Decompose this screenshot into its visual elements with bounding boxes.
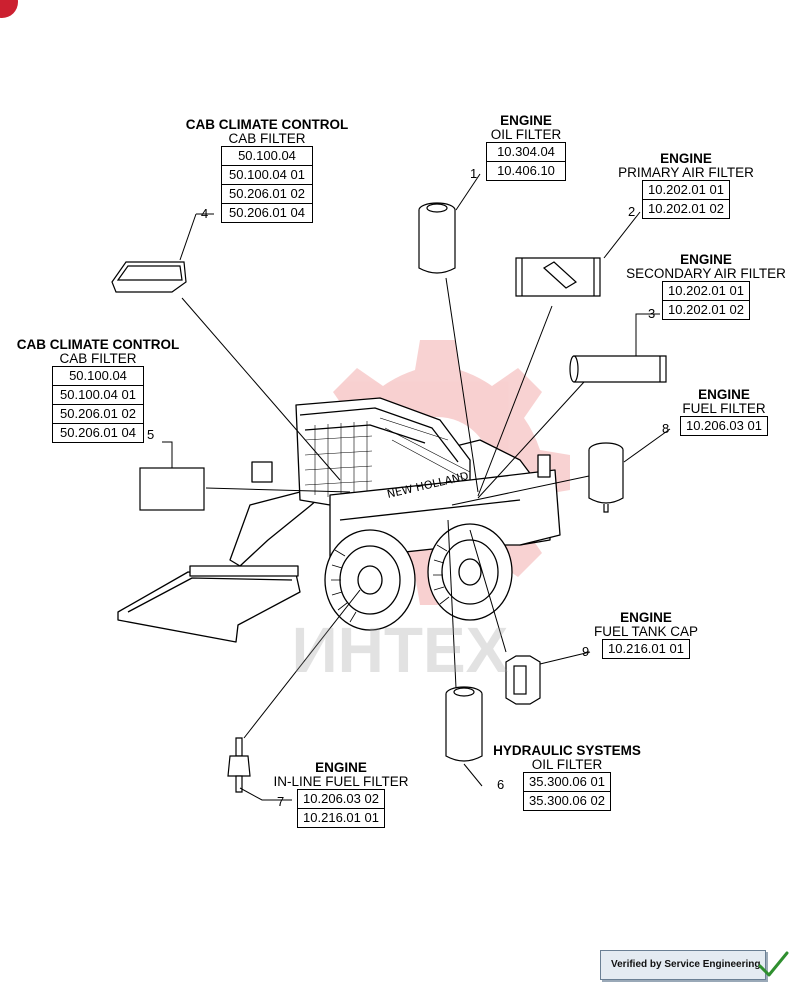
callout-number: 2: [628, 204, 636, 219]
part-number-table: 50.100.04 50.100.04 01 50.206.01 02 50.2…: [52, 366, 144, 443]
fuel-filter-part: [588, 442, 624, 513]
part-number[interactable]: 35.300.06 01: [523, 772, 611, 792]
cab-filter-block: [139, 467, 205, 511]
part-number-table: 10.216.01 01: [602, 639, 690, 659]
group-subtitle: CAB FILTER: [228, 131, 306, 146]
part-number[interactable]: 50.100.04: [52, 366, 144, 386]
callout-number: 7: [277, 794, 285, 809]
group-hydraulic-oil: HYDRAULIC SYSTEMS OIL FILTER 35.300.06 0…: [487, 744, 647, 811]
part-number-table: 10.206.03 02 10.216.01 01: [297, 789, 385, 828]
group-title: ENGINE: [620, 610, 672, 625]
callout-number: 1: [470, 166, 478, 181]
group-title: HYDRAULIC SYSTEMS: [493, 743, 641, 758]
part-number-table: 10.202.01 01 10.202.01 02: [662, 281, 750, 320]
group-title: ENGINE: [500, 113, 552, 128]
fuel-tank-cap-part: [505, 655, 541, 705]
secondary-air-filter-part: [569, 355, 667, 383]
group-cab-filter-top: CAB CLIMATE CONTROL CAB FILTER 50.100.04…: [180, 118, 354, 223]
part-number[interactable]: 10.202.01 02: [642, 199, 730, 219]
group-subtitle: IN-LINE FUEL FILTER: [273, 774, 409, 789]
part-number[interactable]: 35.300.06 02: [523, 791, 611, 811]
callout-number: 4: [201, 206, 209, 221]
group-cab-filter-left: CAB CLIMATE CONTROL CAB FILTER 50.100.04…: [10, 338, 186, 443]
part-number[interactable]: 10.202.01 01: [662, 281, 750, 301]
group-title: CAB CLIMATE CONTROL: [16, 337, 180, 352]
group-subtitle: SECONDARY AIR FILTER: [626, 266, 786, 281]
callout-number: 9: [582, 644, 590, 659]
part-number[interactable]: 10.216.01 01: [297, 808, 385, 828]
part-number[interactable]: 50.206.01 02: [221, 184, 313, 204]
group-title: ENGINE: [660, 151, 712, 166]
callout-number: 8: [662, 421, 670, 436]
hydraulic-oil-filter-part: [445, 686, 483, 762]
group-oil-filter: ENGINE OIL FILTER 10.304.04 10.406.10: [476, 114, 576, 181]
watermark-text: ИНТЕХ: [292, 614, 509, 686]
part-number-table: 10.304.04 10.406.10: [486, 142, 566, 181]
group-title: CAB CLIMATE CONTROL: [185, 117, 349, 132]
group-secondary-air: ENGINE SECONDARY AIR FILTER 10.202.01 01…: [616, 253, 796, 320]
part-number-table: 10.202.01 01 10.202.01 02: [642, 180, 730, 219]
callout-number: 3: [648, 306, 656, 321]
part-number[interactable]: 10.206.03 02: [297, 789, 385, 809]
group-title: ENGINE: [680, 252, 732, 267]
part-number[interactable]: 50.206.01 04: [221, 203, 313, 223]
part-number[interactable]: 10.206.03 01: [680, 416, 768, 436]
part-number-table: 35.300.06 01 35.300.06 02: [523, 772, 611, 811]
part-number[interactable]: 10.202.01 02: [662, 300, 750, 320]
part-number[interactable]: 50.206.01 04: [52, 423, 144, 443]
corner-badge: [0, 0, 18, 18]
group-subtitle: FUEL FILTER: [682, 401, 766, 416]
group-subtitle: PRIMARY AIR FILTER: [618, 165, 754, 180]
group-subtitle: OIL FILTER: [490, 127, 562, 142]
verified-badge: Verified by Service Engineering: [600, 950, 766, 980]
part-number[interactable]: 10.202.01 01: [642, 180, 730, 200]
svg-text:ИНТЕХ: ИНТЕХ: [292, 614, 509, 686]
part-number-table: 10.206.03 01: [680, 416, 768, 436]
part-number[interactable]: 50.100.04 01: [221, 165, 313, 185]
part-number[interactable]: 10.304.04: [486, 142, 566, 162]
group-fuel-filter: ENGINE FUEL FILTER 10.206.03 01: [674, 388, 774, 436]
group-primary-air: ENGINE PRIMARY AIR FILTER 10.202.01 01 1…: [610, 152, 762, 219]
callout-number: 5: [147, 427, 155, 442]
part-number[interactable]: 50.100.04: [221, 146, 313, 166]
part-number-table: 50.100.04 50.100.04 01 50.206.01 02 50.2…: [221, 146, 313, 223]
group-subtitle: CAB FILTER: [59, 351, 137, 366]
group-inline-fuel: ENGINE IN-LINE FUEL FILTER 10.206.03 02 …: [268, 761, 414, 828]
part-number[interactable]: 10.216.01 01: [602, 639, 690, 659]
group-title: ENGINE: [315, 760, 367, 775]
inline-fuel-filter-part: [227, 737, 251, 793]
group-subtitle: OIL FILTER: [531, 757, 603, 772]
part-number[interactable]: 10.406.10: [486, 161, 566, 181]
part-number[interactable]: 50.206.01 02: [52, 404, 144, 424]
part-number[interactable]: 50.100.04 01: [52, 385, 144, 405]
oil-filter-part: [418, 202, 456, 274]
callout-number: 6: [497, 777, 505, 792]
primary-air-filter-part: [515, 257, 601, 297]
group-fuel-tank-cap: ENGINE FUEL TANK CAP 10.216.01 01: [590, 611, 702, 659]
group-title: ENGINE: [698, 387, 750, 402]
group-subtitle: FUEL TANK CAP: [593, 624, 699, 639]
checkmark-icon: [758, 951, 789, 977]
